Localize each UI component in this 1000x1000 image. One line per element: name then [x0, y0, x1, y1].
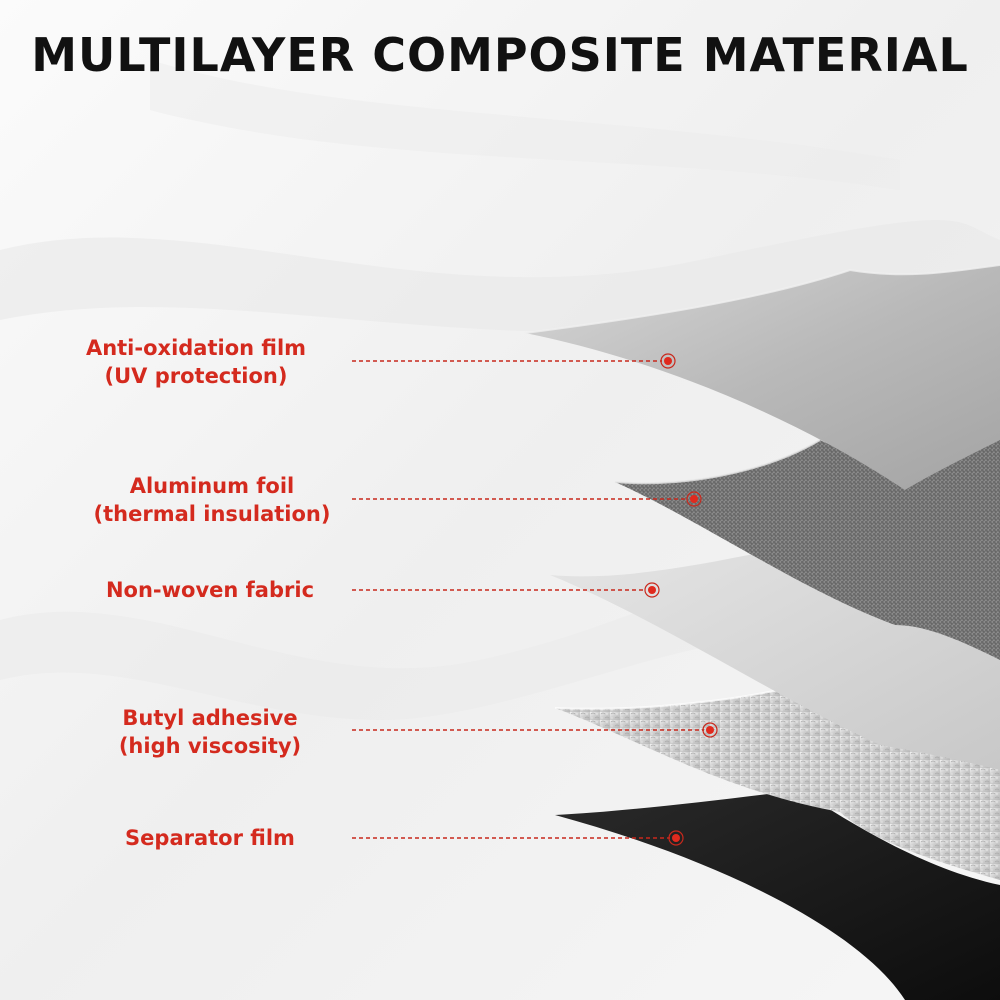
marker-5 — [668, 830, 684, 846]
marker-1 — [660, 353, 676, 369]
label-aluminum-foil: Aluminum foil (thermal insulation) — [62, 472, 362, 528]
label-line: Aluminum foil — [129, 474, 295, 498]
page-title: MULTILAYER COMPOSITE MATERIAL — [31, 28, 969, 82]
label-line: Anti-oxidation film — [85, 336, 307, 360]
label-anti-oxidation-film: Anti-oxidation film (UV protection) — [46, 334, 346, 390]
background-fold — [150, 60, 900, 190]
layer-anti-oxidation-film — [525, 265, 1000, 490]
marker-2 — [686, 491, 702, 507]
marker-4 — [702, 722, 718, 738]
leader-markers — [644, 353, 718, 846]
label-line: (UV protection) — [104, 364, 288, 388]
layer-separator-film — [555, 790, 1000, 1000]
label-line: (high viscosity) — [118, 734, 302, 758]
leader-lines — [352, 360, 704, 839]
background-fold — [0, 586, 820, 720]
label-line: Butyl adhesive — [122, 706, 298, 730]
label-line: (thermal insulation) — [93, 502, 331, 526]
label-butyl-adhesive: Butyl adhesive (high viscosity) — [60, 704, 360, 760]
label-line: Non-woven fabric — [105, 578, 315, 602]
marker-3 — [644, 582, 660, 598]
label-separator-film: Separator film — [60, 824, 360, 852]
label-non-woven-fabric: Non-woven fabric — [60, 576, 360, 604]
label-line: Separator film — [125, 826, 295, 850]
